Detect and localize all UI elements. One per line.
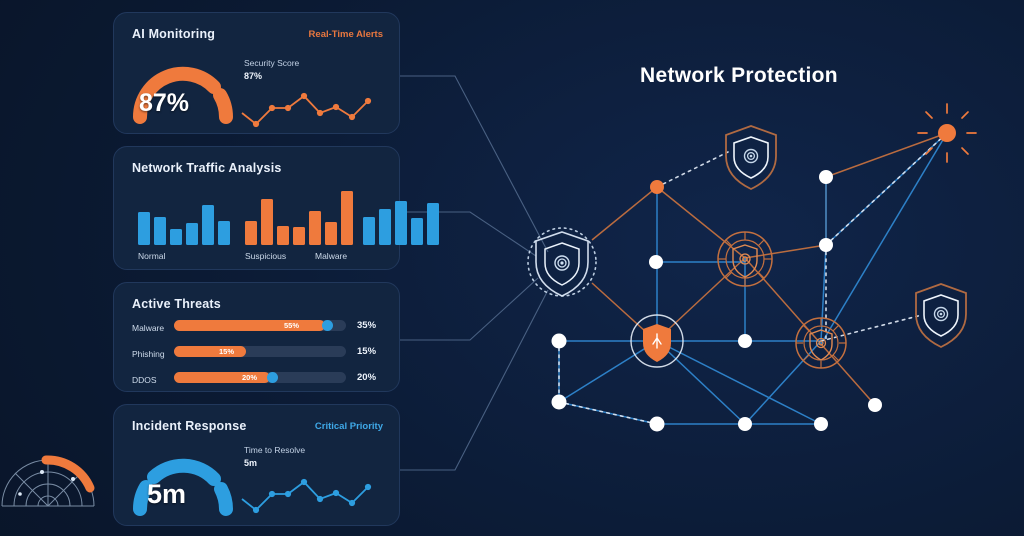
central-shield-hub: [535, 231, 589, 297]
card-title: Active Threats: [132, 297, 221, 311]
metric-value: 87%: [244, 71, 263, 81]
card-title: Incident Response: [132, 419, 247, 433]
shield-badge-top: [725, 125, 777, 190]
card-ai-monitoring[interactable]: AI Monitoring Real-Time Alerts 87% Secur…: [113, 12, 400, 134]
sparkline-incident-response: [241, 478, 372, 514]
threat-value: 15%: [357, 346, 377, 357]
gauge-value: 87%: [139, 89, 190, 117]
threat-progress-malware[interactable]: 55%: [174, 320, 346, 331]
card-incident-response[interactable]: Incident Response Critical Priority 5m T…: [113, 404, 400, 526]
status-badge: Critical Priority: [314, 421, 383, 432]
gear-shield-node-center: [717, 231, 773, 287]
gauge-ai-monitoring: [132, 66, 234, 124]
threat-value: 20%: [357, 372, 377, 383]
gauge-value: 5m: [147, 479, 187, 509]
node-white: [649, 416, 665, 432]
node-white: [738, 417, 752, 431]
threat-inline-label: 15%: [219, 347, 235, 356]
card-network-traffic[interactable]: Network Traffic Analysis Normal Suspicio…: [113, 146, 439, 270]
threat-inline-label: 55%: [284, 321, 300, 330]
page-title: Network Protection: [640, 64, 838, 87]
card-title: AI Monitoring: [132, 27, 216, 41]
node-white: [819, 238, 833, 252]
card-active-threats[interactable]: Active Threats Malware 55% 35% Phishing …: [113, 282, 400, 392]
metric-value: 5m: [244, 458, 258, 468]
bar-group-suspicious: [245, 191, 353, 245]
active-shield-node: [630, 314, 684, 368]
node-white: [551, 333, 567, 349]
node-white: [819, 170, 833, 184]
threat-label: Phishing: [132, 349, 165, 359]
network-nodes: [551, 170, 882, 432]
threat-progress-phishing[interactable]: 15%: [174, 346, 346, 357]
bar-group-label: Suspicious: [245, 251, 287, 261]
bar-group-normal: [138, 191, 230, 245]
node-orange: [650, 180, 664, 194]
card-title: Network Traffic Analysis: [132, 161, 282, 175]
gear-shield-node-right: [795, 317, 847, 369]
node-white: [649, 255, 663, 269]
gauge-incident-response: [132, 458, 233, 516]
sparkline-ai-monitoring: [241, 92, 372, 128]
node-white: [738, 334, 752, 348]
status-badge: Real-Time Alerts: [308, 29, 383, 40]
metric-label: Security Score: [244, 58, 300, 68]
threat-value: 35%: [357, 320, 377, 331]
alert-burst-node: [917, 103, 977, 163]
bar-group-label: Normal: [138, 251, 166, 261]
bar-group-malware: [363, 191, 439, 245]
bar-group-label: Malware: [315, 251, 348, 261]
threat-label: Malware: [132, 323, 165, 333]
threat-progress-ddos[interactable]: 20%: [174, 372, 346, 383]
node-white: [814, 417, 828, 431]
metric-label: Time to Resolve: [244, 445, 306, 455]
shield-badge-right: [915, 283, 967, 348]
edges-dotted: [558, 132, 948, 425]
threat-inline-label: 20%: [242, 373, 258, 382]
threat-label: DDOS: [132, 375, 157, 385]
node-white: [551, 394, 567, 410]
node-white: [868, 398, 882, 412]
